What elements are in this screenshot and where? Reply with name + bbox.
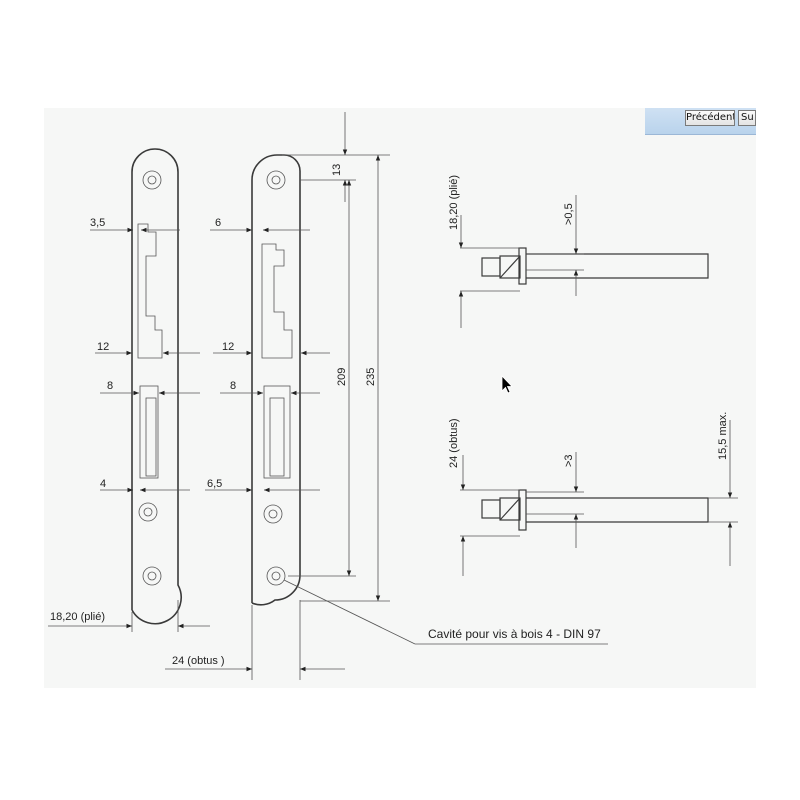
plate-right-outline [251, 154, 301, 606]
dim-hole-distance: 209 [336, 368, 348, 386]
side-bottom-max-label: 15,5 max. [717, 412, 729, 460]
screw-hole-icon [138, 502, 158, 522]
side-view-top [481, 247, 709, 285]
plate-right-lower-inner [269, 397, 285, 477]
callout-text: Cavité pour vis à bois 4 - DIN 97 [428, 627, 601, 641]
nav-bar: Précédent Su [645, 108, 756, 135]
callout-leader [283, 579, 608, 645]
left-plate-dimension-lines [48, 227, 210, 632]
strike-plate-right [251, 154, 301, 606]
arrow-cursor-icon [501, 375, 513, 394]
dim-right-mid-width: 12 [222, 341, 234, 353]
dim-left-mid-width: 12 [97, 341, 109, 353]
strike-plate-left [131, 148, 182, 625]
side-bottom-height-label: 24 (obtus) [448, 418, 460, 468]
side-bottom-gap-label: >3 [563, 454, 575, 467]
dim-right-top-height: 13 [331, 164, 343, 176]
dim-total-height: 235 [365, 368, 377, 386]
side-view-bottom [481, 489, 709, 531]
drawing-area [44, 108, 756, 688]
dim-right-bend-width: 24 (obtus ) [172, 655, 225, 667]
screw-hole-icon [266, 170, 286, 190]
plate-left-outline [131, 148, 182, 625]
screw-hole-icon [142, 566, 162, 586]
plate-left-lower-inner [145, 397, 157, 477]
side-top-gap-label: >0,5 [563, 203, 575, 225]
dim-right-lower-cut: 8 [230, 380, 236, 392]
screw-hole-icon [142, 170, 162, 190]
next-button[interactable]: Su [738, 110, 756, 126]
dim-left-bend-width: 18,20 (plié) [50, 611, 105, 623]
screw-hole-icon [263, 504, 283, 524]
dim-left-lower-cut: 8 [107, 380, 113, 392]
plate-right-upper-cutout [261, 243, 293, 359]
plate-left-upper-cutout [137, 223, 163, 359]
plate-right-lower-cutout [263, 385, 291, 479]
screw-hole-icon [266, 566, 286, 586]
dim-right-lower-offset: 6,5 [207, 478, 222, 490]
side-top-height-label: 18,20 (plié) [448, 175, 460, 230]
dim-left-lower-offset: 4 [100, 478, 106, 490]
dim-left-top-cut: 3,5 [90, 217, 105, 229]
side-bottom-dimension-lines [460, 420, 738, 576]
side-top-dimension-lines [458, 195, 584, 328]
right-plate-dimension-lines [165, 112, 390, 680]
plate-left-lower-cutout [139, 385, 159, 479]
previous-button[interactable]: Précédent [685, 110, 735, 126]
dim-right-top-cut: 6 [215, 217, 221, 229]
